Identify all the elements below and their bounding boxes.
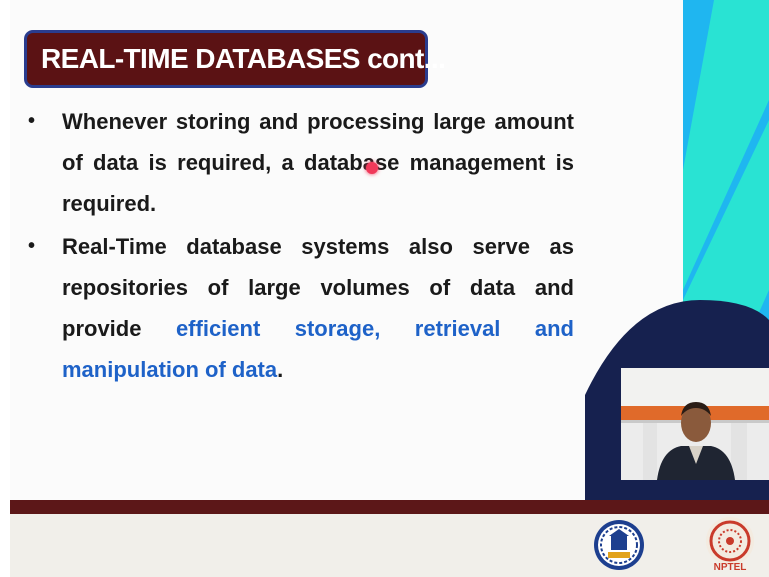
highlighted-phrase: efficient storage, retrieval and manipul… — [62, 316, 574, 382]
presenter-video-frame — [621, 368, 769, 480]
left-margin-strip — [0, 0, 10, 577]
title-banner: REAL-TIME DATABASES cont... — [24, 30, 446, 88]
bullet-text: Whenever storing and processing large am… — [62, 109, 574, 216]
bullet-marker: • — [28, 235, 36, 257]
footer-bar — [10, 500, 769, 514]
bullet-marker: • — [28, 110, 36, 132]
bullet-text-plain: Real-Time database systems also serve as… — [62, 234, 574, 341]
slide-title: REAL-TIME DATABASES cont... — [41, 43, 446, 74]
iit-kharagpur-emblem-icon — [594, 520, 644, 570]
presenter-head — [681, 404, 711, 442]
bullet-item: • Whenever storing and processing large … — [28, 101, 588, 226]
bullet-item: • Real-Time database systems also serve … — [28, 226, 588, 392]
nptel-label: NPTEL — [713, 562, 747, 573]
footer-background — [10, 514, 769, 577]
presenter-video — [621, 368, 769, 480]
laser-pointer-dot — [366, 162, 378, 174]
cyan-stripe-top — [683, 0, 769, 290]
bullet-text: Real-Time database systems also serve as… — [62, 226, 574, 390]
nptel-logo-icon — [706, 517, 754, 565]
bullet-text-suffix: . — [277, 357, 284, 382]
